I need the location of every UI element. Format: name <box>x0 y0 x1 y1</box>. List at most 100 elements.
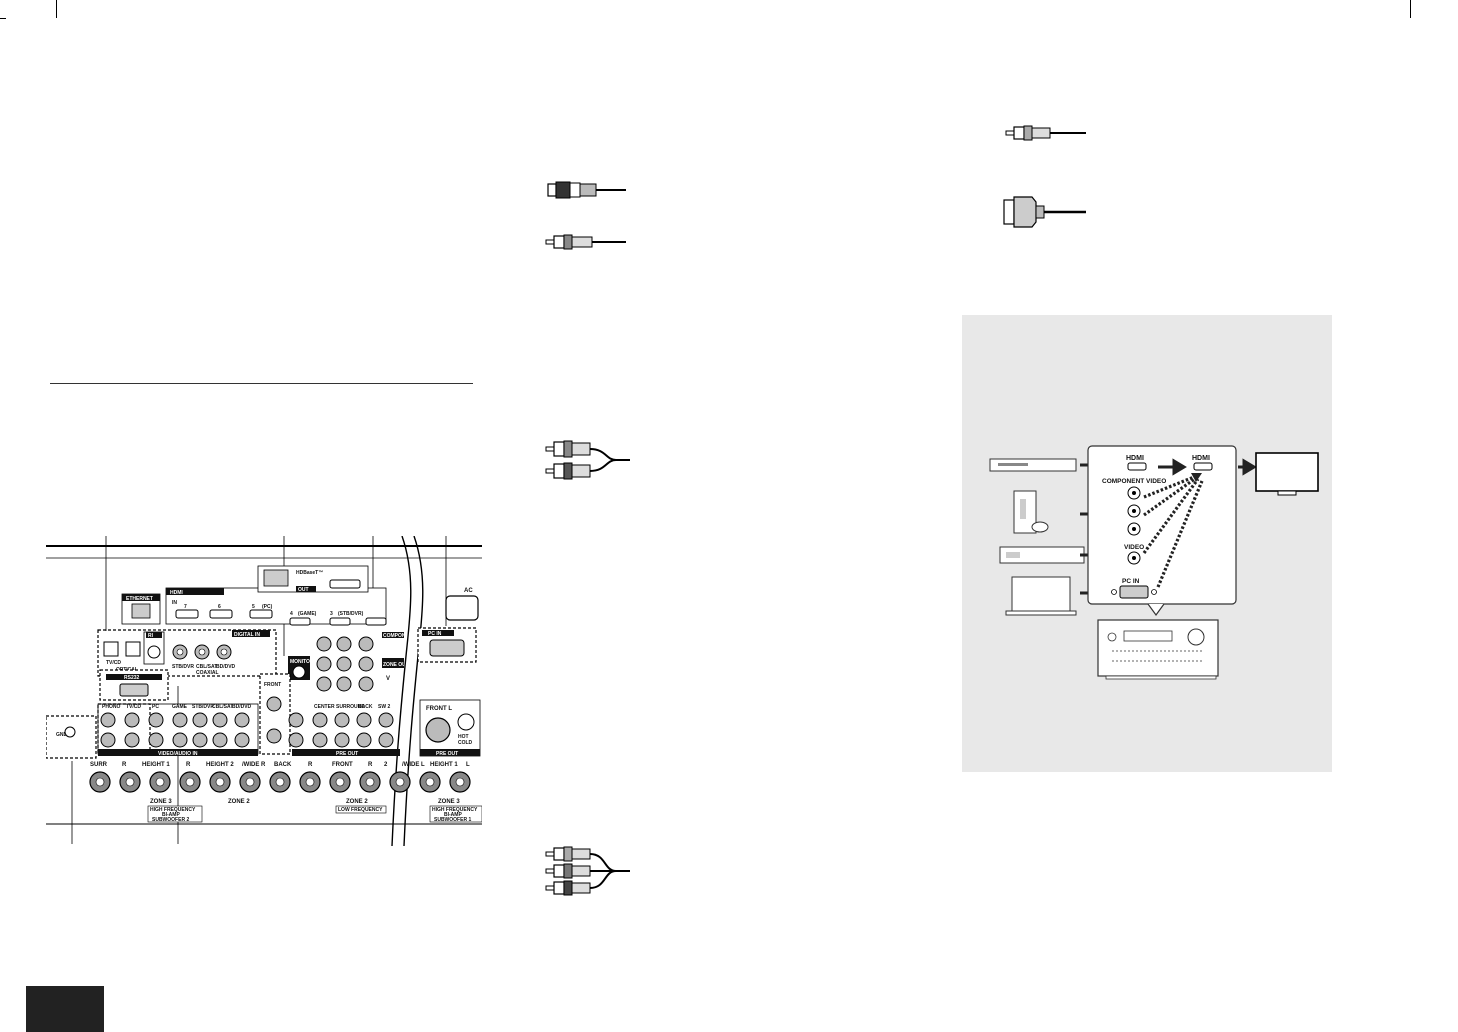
stb-dvr-label: STB/DVR <box>192 704 214 710</box>
hdmi-right-label: HDMI <box>1192 455 1210 462</box>
component-video-cable-icon <box>545 846 630 896</box>
pre-out-label: PRE OUT <box>336 751 358 757</box>
rear-panel-illustration: ETHERNET HDMI IN 7 6 5 (PC) 4 (GAME) 3 (… <box>46 536 482 846</box>
phono-label: PHONO <box>102 704 120 710</box>
component-video-label: COMPONENT VIDEO <box>1102 478 1166 485</box>
vga-cable-icon <box>1003 196 1086 228</box>
low-frequency-label: LOW FREQUENCY <box>338 807 383 813</box>
back-preout-label: BACK <box>358 704 373 710</box>
coaxial-cable-icon <box>545 234 626 250</box>
crop-mark <box>56 0 57 18</box>
cold-label: COLD <box>458 740 473 746</box>
sw2-label: SW 2 <box>378 704 390 710</box>
bi-amp-left: BI-AMP <box>162 812 180 818</box>
high-frequency-left: HIGH FREQUENCY <box>150 807 196 813</box>
speaker-label-r3: R <box>308 762 313 768</box>
section-rule <box>50 383 473 384</box>
speaker-label-r2: R <box>186 762 191 768</box>
speaker-label-l: L <box>466 762 470 768</box>
crop-mark <box>1410 0 1411 18</box>
hdbaset-label: HDBaseT™ <box>296 570 323 576</box>
hdmi-left-label: HDMI <box>1126 455 1144 462</box>
speaker-label-height1: HEIGHT 1 <box>142 762 170 768</box>
hdmi-port-4: 4 <box>290 611 293 617</box>
laptop-icon <box>1005 576 1077 616</box>
pc-label: PC <box>152 704 159 710</box>
pc-in-label: PC IN <box>1122 578 1140 585</box>
speaker-labels: SURR R HEIGHT 1 R HEIGHT 2 /WIDE R BACK … <box>90 762 470 768</box>
high-frequency-right: HIGH FREQUENCY <box>432 807 478 813</box>
game-label: GAME <box>172 704 188 710</box>
component-label: COMPONENT <box>383 633 416 639</box>
game-console-icon <box>1013 490 1049 534</box>
video-audio-in-label: VIDEO/AUDIO IN <box>158 751 198 757</box>
component-jacks <box>316 636 374 692</box>
bd-dvd-label: BD/DVD <box>232 704 252 710</box>
hot-label: HOT <box>458 734 469 740</box>
cbl-sat-coax-label: CBL/SAT <box>196 664 217 670</box>
speaker-label-2: 2 <box>384 762 388 768</box>
monitor-out-label: MONITOR OUT <box>290 659 325 665</box>
rs232-label: RS232 <box>124 675 140 681</box>
zone-out-label: ZONE OUT <box>383 662 409 668</box>
pre-out-right-label: PRE OUT <box>436 751 458 757</box>
speaker-label-surr: SURR <box>90 762 108 768</box>
pc-in-port <box>1119 585 1149 599</box>
speaker-label-wide-l: /WIDE L <box>402 762 425 768</box>
tv-cd-label: TV/CD <box>126 704 141 710</box>
zone3-right-label: ZONE 3 <box>438 799 460 805</box>
upconvert-arrows <box>1142 475 1204 588</box>
speaker-label-front: FRONT <box>332 762 353 768</box>
av-receiver-icon <box>1097 619 1219 680</box>
crop-mark <box>0 18 6 19</box>
bd-player-icon <box>989 458 1077 472</box>
coaxial-jacks <box>172 644 232 660</box>
hdmi-header-label: HDMI <box>170 590 183 596</box>
preout-jacks <box>288 712 394 748</box>
hdmi-in-label: IN <box>172 600 177 606</box>
tv-icon <box>1255 452 1319 496</box>
front-l-label: FRONT L <box>426 706 452 712</box>
tv-cd-optical-label: TV/CD <box>106 660 121 666</box>
speaker-label-r1: R <box>122 762 127 768</box>
hdmi-port-6: 6 <box>218 604 221 610</box>
hdmi-port-3: 3 <box>330 611 333 617</box>
speaker-label-wide-r: /WIDE R <box>242 762 266 768</box>
page-number-box <box>26 986 104 1032</box>
set-top-box-icon <box>999 546 1085 564</box>
speaker-label-height2: HEIGHT 2 <box>206 762 234 768</box>
hdmi-port-3-stb: (STB/DVR) <box>338 611 364 617</box>
hdmi-port-4-game: (GAME) <box>298 611 317 617</box>
speaker-terminals <box>89 771 471 793</box>
cbl-sat-label: CBL/SAT <box>212 704 233 710</box>
subwoofer2-label: SUBWOOFER 2 <box>152 817 189 823</box>
composite-video-cable-icon <box>1005 125 1086 141</box>
subwoofer1-label: SUBWOOFER 1 <box>434 817 471 823</box>
speaker-label-r4: R <box>368 762 373 768</box>
gnd-label: GND <box>56 732 68 738</box>
hdmi-out-label: OUT <box>298 587 309 593</box>
speaker-label-height1-l: HEIGHT 1 <box>430 762 458 768</box>
zone2-left-label: ZONE 2 <box>228 799 250 805</box>
hdmi-ports <box>175 609 387 626</box>
front-label: FRONT <box>264 682 281 688</box>
hdmi-port-7: 7 <box>184 604 187 610</box>
analog-input-jacks <box>100 712 250 748</box>
component-video-jacks <box>1127 486 1141 536</box>
zone3-left-label: ZONE 3 <box>150 799 172 805</box>
ac-label: AC <box>464 588 473 594</box>
pc-in-panel-label: PC IN <box>428 631 442 637</box>
surround-label: SURROUND <box>336 704 365 710</box>
stb-dvr-coax-label: STB/DVR <box>172 664 194 670</box>
bd-dvd-coax-label: BD/DVD <box>216 664 236 670</box>
v-label: V <box>386 676 390 682</box>
connection-diagram: HDMI HDMI COMPONENT VIDEO VIDEO PC IN <box>989 445 1319 680</box>
zone2-right-label: ZONE 2 <box>346 799 368 805</box>
ri-label: RI <box>148 633 154 639</box>
coaxial-label: COAXIAL <box>196 670 219 676</box>
bi-amp-right: BI-AMP <box>444 812 462 818</box>
optical-cable-icon <box>547 181 626 199</box>
digital-in-label: DIGITAL IN <box>234 632 260 638</box>
hdmi-port-5: 5 <box>252 604 255 610</box>
center-label: CENTER <box>314 704 335 710</box>
